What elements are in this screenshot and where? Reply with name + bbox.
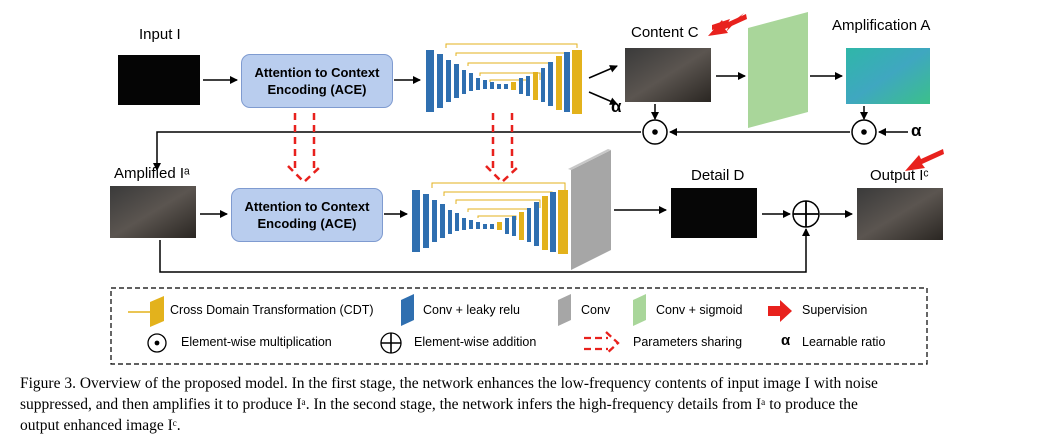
detail-label: Detail D [691,167,745,184]
unet-stage2 [412,182,568,254]
legend-conv: Conv [581,303,611,317]
legend-conv-leaky: Conv + leaky relu [423,303,520,317]
caption-line3: output enhanced image Iᶜ. [20,417,181,434]
content-image [625,48,711,102]
ace-line1: Attention to Context [244,199,370,214]
legend-cdt: Cross Domain Transformation (CDT) [170,303,374,317]
sigmoid-conv-block [748,12,808,128]
legend-alpha: α [781,332,791,349]
supervision-arrow-content [708,13,747,36]
amplified-label: Amplified Iᵃ [114,165,190,182]
legend-add: Element-wise addition [414,335,537,349]
detail-image [671,188,757,238]
output-label: Output Iᶜ [870,167,929,184]
content-label: Content C [631,24,699,41]
amplification-label: Amplification A [832,17,931,34]
legend-box [110,287,928,365]
unet-stage1 [426,43,582,114]
parameter-sharing-arrow-ace [287,113,322,184]
parameter-sharing-arrow-unet [485,113,520,184]
output-image [857,188,943,240]
amplification-image [846,48,930,104]
ace-line2: Encoding (ACE) [257,216,357,231]
caption-line2: suppressed, and then amplifies it to pro… [20,396,858,413]
ace-line1: Attention to Context [254,65,380,80]
alpha-label-2: α [911,121,922,140]
legend-learnable: Learnable ratio [802,335,886,349]
ace-line2: Encoding (ACE) [267,82,367,97]
input-label: Input I [139,26,181,43]
input-image [118,55,200,105]
legend-mult: Element-wise multiplication [181,335,332,349]
legend-conv-sigmoid: Conv + sigmoid [656,303,743,317]
legend-sharing: Parameters sharing [633,335,743,349]
amplified-image [110,186,196,238]
legend-supervision: Supervision [802,303,868,317]
figure-caption: Figure 3. Overview of the proposed model… [20,373,1056,436]
conv-block [568,149,611,270]
supervision-arrow-output [905,149,944,171]
alpha-label-1: α [611,97,622,116]
caption-line1: Figure 3. Overview of the proposed model… [20,375,878,392]
